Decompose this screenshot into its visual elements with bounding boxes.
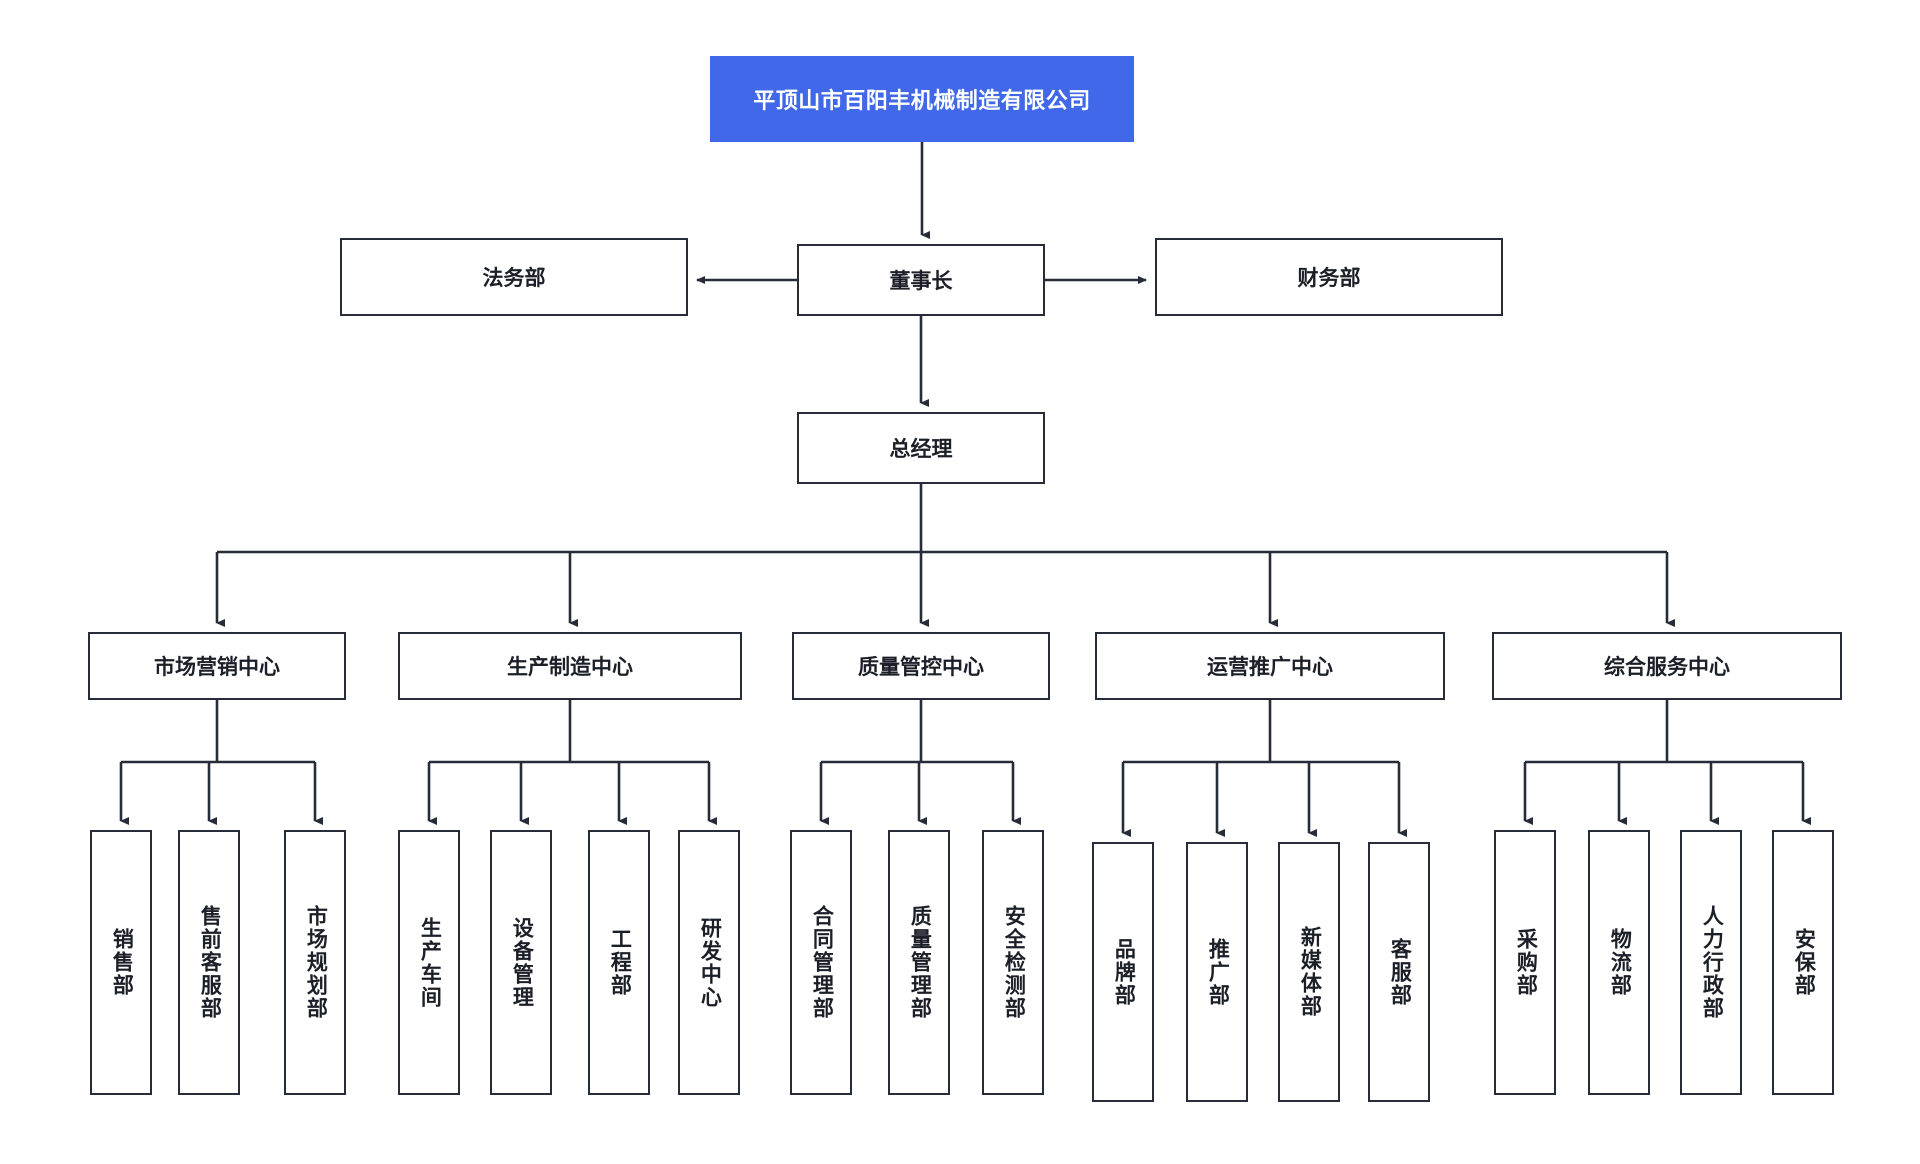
node-label-center: 质量管控中心	[858, 656, 984, 679]
node-dept-n5b894fdd90e8[interactable]: 安保部	[1772, 830, 1834, 1095]
node-label-legal: 法务部	[482, 267, 546, 290]
node-company-root[interactable]: 平顶山市百阳丰机械制造有限公司	[710, 56, 1134, 142]
node-label-center: 生产制造中心	[507, 656, 633, 679]
node-label-dept: 物流部	[1608, 928, 1632, 997]
node-center-n7efc5408670d52a14e2d5fc3[interactable]: 综合服务中心	[1492, 632, 1842, 700]
node-dept-n9500552e90e8[interactable]: 销售部	[90, 830, 152, 1095]
node-label-dept: 采购部	[1514, 928, 1538, 997]
node-dept-n552e524d5ba2670d90e8[interactable]: 售前客服部	[178, 830, 240, 1095]
node-general-manager[interactable]: 总经理	[797, 412, 1045, 484]
node-label-center: 运营推广中心	[1207, 656, 1333, 679]
node-label-dept: 人力行政部	[1700, 905, 1724, 1020]
node-dept-n72696d4190e8[interactable]: 物流部	[1588, 830, 1650, 1095]
node-center-n8fd0842563a85e7f4e2d5fc3[interactable]: 运营推广中心	[1095, 632, 1445, 700]
node-label-dept: 质量管理部	[908, 905, 932, 1020]
node-dept-n91c78d2d90e8[interactable]: 采购部	[1494, 830, 1556, 1095]
node-dept-n63a85e7f90e8[interactable]: 推广部	[1186, 842, 1248, 1102]
node-label-dept: 品牌部	[1112, 937, 1136, 1007]
node-label-dept: 设备管理	[510, 916, 534, 1009]
node-label-center: 综合服务中心	[1604, 656, 1730, 679]
node-dept-n54c1724c90e8[interactable]: 品牌部	[1092, 842, 1154, 1102]
node-label-center: 市场营销中心	[154, 656, 280, 679]
node-finance-dept[interactable]: 财务部	[1155, 238, 1503, 316]
node-dept-n65b05a924f5390e8[interactable]: 新媒体部	[1278, 842, 1340, 1102]
node-label-dept: 售前客服部	[198, 905, 222, 1020]
node-dept-n4eba529b884c653f90e8[interactable]: 人力行政部	[1680, 830, 1742, 1095]
node-label-finance: 财务部	[1297, 267, 1361, 290]
node-label-dept: 推广部	[1206, 937, 1230, 1007]
node-label-dept: 工程部	[608, 928, 632, 997]
node-label-dept: 市场规划部	[304, 905, 328, 1020]
node-dept-n8bbe59077ba17406[interactable]: 设备管理	[490, 830, 552, 1095]
node-dept-n5b89516868c06d4b90e8[interactable]: 安全检测部	[982, 830, 1044, 1095]
node-label-dept: 新媒体部	[1298, 926, 1322, 1018]
node-dept-n5408540c7ba1740690e8[interactable]: 合同管理部	[790, 830, 852, 1095]
node-legal-dept[interactable]: 法务部	[340, 238, 688, 316]
node-label-general-manager: 总经理	[889, 438, 953, 461]
node-label-company: 平顶山市百阳丰机械制造有限公司	[753, 88, 1091, 113]
node-dept-n5ba2670d90e8[interactable]: 客服部	[1368, 842, 1430, 1102]
node-center-n8d2891cf7ba163a74e2d5fc3[interactable]: 质量管控中心	[792, 632, 1050, 700]
node-label-dept: 客服部	[1388, 937, 1412, 1007]
node-dept-n5e02573a89c4521290e8[interactable]: 市场规划部	[284, 830, 346, 1095]
node-label-dept: 销售部	[110, 928, 134, 997]
node-center-n751f4ea7523690204e2d5fc3[interactable]: 生产制造中心	[398, 632, 742, 700]
node-label-dept: 生产车间	[418, 916, 442, 1009]
node-dept-n751f4ea78f6695f4[interactable]: 生产车间	[398, 830, 460, 1095]
node-dept-n8d2891cf7ba1740690e8[interactable]: 质量管理部	[888, 830, 950, 1095]
node-label-dept: 合同管理部	[810, 905, 834, 1020]
node-label-dept: 安保部	[1792, 928, 1816, 997]
node-chairman[interactable]: 董事长	[797, 244, 1045, 316]
node-label-chairman: 董事长	[889, 270, 953, 293]
node-dept-n5de57a0b90e8[interactable]: 工程部	[588, 830, 650, 1095]
node-label-dept: 研发中心	[698, 916, 722, 1009]
node-label-dept: 安全检测部	[1002, 905, 1026, 1020]
node-center-n5e02573a842595004e2d5fc3[interactable]: 市场营销中心	[88, 632, 346, 700]
node-dept-n781453d14e2d5fc3[interactable]: 研发中心	[678, 830, 740, 1095]
